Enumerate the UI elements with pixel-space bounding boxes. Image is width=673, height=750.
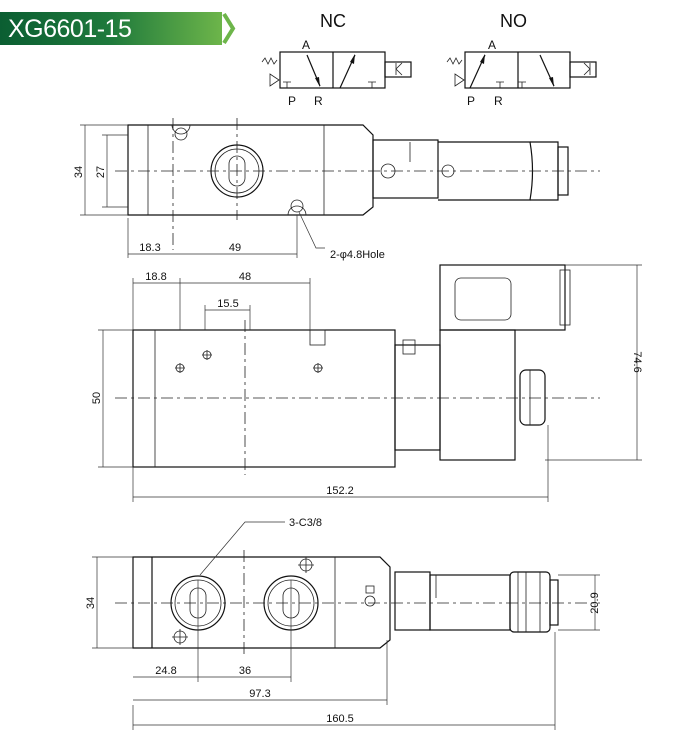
top-dim-holes: 49 bbox=[229, 242, 241, 254]
side-dim-small: 15.5 bbox=[217, 298, 238, 310]
model-title: XG6601-15 bbox=[8, 15, 132, 43]
bottom-dim-coil: 20.9 bbox=[589, 592, 601, 613]
no-port-a: A bbox=[488, 38, 496, 52]
side-dim-length: 152.2 bbox=[326, 485, 354, 497]
nc-port-p: P bbox=[288, 94, 296, 108]
side-dim-height: 50 bbox=[91, 392, 103, 404]
no-port-r: R bbox=[494, 94, 503, 108]
no-valve-symbol: NO A P R bbox=[446, 11, 597, 108]
no-label: NO bbox=[500, 11, 527, 31]
bottom-dim-body: 97.3 bbox=[249, 688, 270, 700]
side-dim-total-height: 74.6 bbox=[631, 351, 643, 372]
top-dim-inner: 27 bbox=[95, 166, 107, 178]
port-note: 3-C3/8 bbox=[289, 517, 322, 529]
nc-label: NC bbox=[320, 11, 346, 31]
hole-note: 2-φ4.8Hole bbox=[330, 249, 385, 261]
nc-valve-symbol: NC A P R bbox=[261, 11, 412, 108]
bottom-dim-left: 24.8 bbox=[155, 665, 176, 677]
nc-port-r: R bbox=[314, 94, 323, 108]
top-dim-left: 18.3 bbox=[139, 242, 160, 254]
bottom-dim-height: 34 bbox=[85, 597, 97, 609]
top-dim-height: 34 bbox=[73, 166, 85, 178]
no-port-p: P bbox=[467, 94, 475, 108]
top-view: 34 27 18.3 49 2-φ4.8Hole bbox=[73, 118, 600, 261]
bottom-dim-total: 160.5 bbox=[326, 713, 354, 725]
side-view: 18.8 48 15.5 50 74.6 152.2 bbox=[91, 264, 643, 502]
chevron-icon bbox=[222, 12, 236, 45]
side-dim-left: 18.8 bbox=[145, 271, 166, 283]
side-dim-span: 48 bbox=[239, 271, 251, 283]
nc-port-a: A bbox=[302, 38, 310, 52]
bottom-dim-ports: 36 bbox=[239, 665, 251, 677]
bottom-view: 34 20.9 24.8 36 97.3 160.5 3-C3/8 bbox=[85, 517, 601, 730]
model-banner: XG6601-15 bbox=[0, 12, 222, 45]
